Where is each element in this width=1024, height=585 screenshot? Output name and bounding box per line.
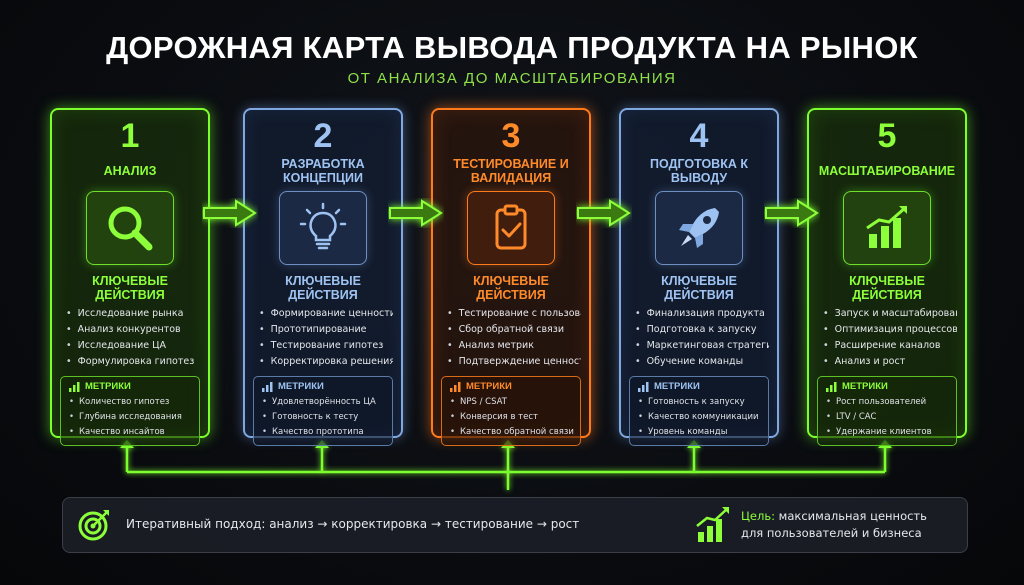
- metrics-heading: Метрики: [278, 381, 324, 392]
- stage-card-5: 5 Масштабирование Ключевые действия Запу…: [807, 108, 967, 446]
- action-item: Сбор обратной связи: [447, 322, 581, 338]
- metric-item: Готовность к тесту: [262, 410, 386, 425]
- metrics-box: Метрики NPS / CSAT Конверсия в тест Каче…: [441, 376, 581, 446]
- stage-number: 4: [689, 117, 709, 155]
- metric-item: Готовность к запуску: [638, 395, 762, 410]
- metric-item: NPS / CSAT: [450, 395, 574, 410]
- action-item: Анализ метрик: [447, 338, 581, 354]
- stage-number: 5: [877, 117, 897, 155]
- metric-item: Глубина исследования: [69, 410, 193, 425]
- metrics-heading: Метрики: [466, 381, 512, 392]
- stage-card-3: 3 Тестирование и валидация Ключевые дейс…: [431, 108, 591, 446]
- stage-card-4: 4 Подготовка к выводу Ключевые действия …: [619, 108, 779, 446]
- growth-chart-icon: [843, 191, 931, 265]
- action-item: Исследование рынка: [66, 306, 200, 322]
- action-item: Финализация продукта: [635, 306, 769, 322]
- metrics-heading: Метрики: [842, 381, 888, 392]
- action-item: Анализ и рост: [823, 354, 957, 370]
- stage-title: Разработка концепции: [281, 157, 365, 185]
- bar-chart-icon: [826, 381, 837, 392]
- actions-heading: Ключевые действия: [473, 274, 549, 302]
- stage-title: Тестирование и валидация: [453, 157, 569, 185]
- metrics-heading: Метрики: [654, 381, 700, 392]
- magnifier-icon: [86, 191, 174, 265]
- summary-bar: Итеративный подход: анализ → корректиров…: [62, 497, 968, 553]
- action-item: Запуск и масштабировании: [823, 306, 957, 322]
- actions-heading: Ключевые действия: [661, 274, 737, 302]
- metric-item: Рост пользователей: [826, 395, 950, 410]
- actions-list: Формирование ценности Прототипирование Т…: [253, 306, 393, 370]
- metric-item: Качество инсайтов: [69, 425, 193, 440]
- actions-list: Тестирование с пользователями Сбор обрат…: [441, 306, 581, 370]
- stage-title: Анализ: [103, 164, 157, 178]
- action-item: Оптимизация процессов: [823, 322, 957, 338]
- rocket-icon: [655, 191, 743, 265]
- metric-item: Качество коммуникации: [638, 410, 762, 425]
- bar-chart-icon: [262, 381, 273, 392]
- actions-list: Финализация продукта Подготовка к запуск…: [629, 306, 769, 370]
- metric-item: Качество обратной связи: [450, 425, 574, 440]
- action-item: Подтверждение ценности: [447, 354, 581, 370]
- stage-number: 3: [501, 117, 521, 155]
- page-subtitle: ОТ АНАЛИЗА ДО МАСШТАБИРОВАНИЯ: [347, 70, 677, 87]
- metric-item: Качество прототипа: [262, 425, 386, 440]
- flow-arrow-icon: [577, 199, 631, 227]
- bar-chart-icon: [69, 381, 80, 392]
- metric-item: Конверсия в тест: [450, 410, 574, 425]
- bar-chart-icon: [450, 381, 461, 392]
- metrics-box: Метрики Количество гипотез Глубина иссле…: [60, 376, 200, 446]
- flow-arrow-icon: [203, 199, 257, 227]
- flow-arrow-icon: [765, 199, 819, 227]
- lightbulb-icon: [279, 191, 367, 265]
- metric-item: LTV / CAC: [826, 410, 950, 425]
- actions-heading: Ключевые действия: [285, 274, 361, 302]
- action-item: Расширение каналов: [823, 338, 957, 354]
- action-item: Анализ конкурентов: [66, 322, 200, 338]
- page-title: ДОРОЖНАЯ КАРТА ВЫВОДА ПРОДУКТА НА РЫНОК: [106, 30, 918, 65]
- goal-label: Цель:: [741, 509, 776, 523]
- stage-card-1: 1 Анализ Ключевые действия Исследование …: [50, 108, 210, 446]
- action-item: Обучение команды: [635, 354, 769, 370]
- actions-list: Запуск и масштабировании Оптимизация про…: [817, 306, 957, 370]
- action-item: Прототипирование: [259, 322, 393, 338]
- metric-item: Удовлетворённость ЦА: [262, 395, 386, 410]
- action-item: Корректировка решения: [259, 354, 393, 370]
- growth-bars-icon: [696, 507, 729, 542]
- action-item: Тестирование гипотез: [259, 338, 393, 354]
- stage-number: 1: [120, 117, 140, 155]
- actions-list: Исследование рынка Анализ конкурентов Ис…: [60, 306, 200, 370]
- metric-item: Уровень команды: [638, 425, 762, 440]
- metrics-box: Метрики Рост пользователей LTV / CAC Уде…: [817, 376, 957, 446]
- action-item: Формулировка гипотез: [66, 354, 200, 370]
- stage-title: Масштабирование: [818, 164, 956, 178]
- bar-chart-icon: [638, 381, 649, 392]
- stage-title: Подготовка к выводу: [650, 157, 748, 185]
- goal-text: Цель: максимальная ценность для пользова…: [741, 508, 927, 542]
- actions-heading: Ключевые действия: [849, 274, 925, 302]
- stage-number: 2: [313, 117, 333, 155]
- stage-card-2: 2 Разработка концепции Ключевые действия…: [243, 108, 403, 446]
- clipboard-check-icon: [467, 191, 555, 265]
- metric-item: Количество гипотез: [69, 395, 193, 410]
- action-item: Маркетинговая стратегия: [635, 338, 769, 354]
- target-icon: [78, 510, 109, 541]
- metrics-heading: Метрики: [85, 381, 131, 392]
- metrics-box: Метрики Готовность к запуску Качество ко…: [629, 376, 769, 446]
- goal-line-2: для пользователей и бизнеса: [741, 526, 922, 540]
- action-item: Тестирование с пользователями: [447, 306, 581, 322]
- action-item: Формирование ценности: [259, 306, 393, 322]
- action-item: Подготовка к запуску: [635, 322, 769, 338]
- metric-item: Удержание клиентов: [826, 425, 950, 440]
- actions-heading: Ключевые действия: [92, 274, 168, 302]
- flow-arrow-icon: [389, 199, 443, 227]
- goal-line-1: максимальная ценность: [778, 509, 927, 523]
- action-item: Исследование ЦА: [66, 338, 200, 354]
- iterative-approach-text: Итеративный подход: анализ → корректиров…: [126, 517, 580, 531]
- metrics-box: Метрики Удовлетворённость ЦА Готовность …: [253, 376, 393, 446]
